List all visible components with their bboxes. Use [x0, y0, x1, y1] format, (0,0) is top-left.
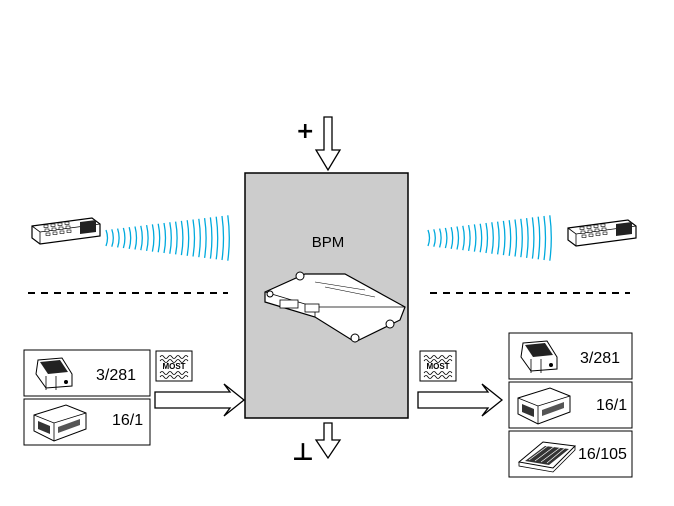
- signal-wave-arc: [438, 228, 442, 248]
- signal-wave-arc: [134, 226, 138, 250]
- signal-wave-arc: [496, 221, 500, 255]
- signal-wave-arc: [163, 222, 167, 254]
- most-input-arrow: [154, 383, 246, 417]
- signal-wave-arc: [444, 227, 448, 249]
- signal-wave-arc: [174, 221, 178, 255]
- signal-wave-arc: [473, 224, 477, 252]
- signal-wave-arc: [128, 227, 132, 249]
- signal-wave-arc: [140, 225, 143, 251]
- signal-wave-arc: [192, 219, 196, 257]
- signal-wave-arc: [514, 219, 518, 257]
- signal-wave-arc: [145, 224, 149, 252]
- right-device-ecu: 16/1: [508, 381, 633, 429]
- left-device-radio: 3/281: [23, 349, 151, 397]
- most-output-arrow: [417, 383, 504, 417]
- signal-wave-arc: [467, 224, 471, 252]
- signal-wave-arc: [111, 229, 114, 247]
- signal-wave-arc: [543, 215, 547, 261]
- signal-wave-arc: [151, 224, 155, 252]
- signal-wave-arc: [203, 218, 207, 258]
- right-device-radio: 3/281: [508, 332, 633, 380]
- signal-wave-arc: [450, 227, 454, 249]
- signal-wave-arc: [525, 218, 529, 258]
- most-label-left: MOST: [162, 362, 185, 371]
- left-device-ecu-label: 16/1: [112, 412, 143, 429]
- signal-wave-arc: [215, 216, 219, 260]
- signal-wave-arc: [502, 220, 506, 256]
- right-device-ecu-label: 16/1: [596, 397, 627, 414]
- right-device-heater-label: 16/105: [578, 446, 627, 463]
- most-label-right: MOST: [426, 362, 449, 371]
- signal-wave-arc: [508, 220, 512, 256]
- left-device-ecu: 16/1: [23, 398, 151, 446]
- ground-symbol: ⊥: [292, 438, 314, 466]
- signal-wave-arc: [122, 227, 126, 249]
- right-device-heater: 16/105: [508, 430, 633, 478]
- signal-wave-arc: [485, 222, 489, 254]
- signal-waves-left: [105, 215, 230, 261]
- power-input-arrow: [314, 116, 342, 172]
- signal-wave-arc: [491, 222, 494, 254]
- bpm-label: BPM: [312, 234, 345, 251]
- signal-wave-arc: [105, 229, 109, 247]
- signal-wave-arc: [433, 229, 436, 247]
- remote-key-fob-icon-right: [567, 219, 637, 247]
- signal-waves-right: [427, 215, 552, 261]
- signal-wave-arc: [537, 216, 541, 260]
- signal-wave-arc: [227, 215, 230, 261]
- signal-wave-arc: [157, 223, 161, 253]
- signal-wave-arc: [462, 225, 465, 251]
- power-plus-symbol: +: [296, 119, 314, 144]
- remote-key-fob-icon-left: [31, 217, 101, 245]
- ground-arrow: [314, 422, 342, 460]
- left-device-radio-label: 3/281: [96, 367, 136, 384]
- signal-wave-arc: [209, 217, 213, 259]
- signal-wave-arc: [198, 218, 201, 258]
- signal-wave-arc: [479, 223, 483, 253]
- signal-wave-arc: [456, 226, 460, 250]
- signal-wave-arc: [180, 220, 184, 256]
- right-device-radio-label: 3/281: [580, 350, 620, 367]
- signal-wave-arc: [549, 215, 552, 261]
- signal-wave-arc: [169, 222, 172, 254]
- signal-wave-arc: [221, 215, 225, 261]
- signal-wave-arc: [186, 220, 190, 256]
- signal-wave-arc: [427, 229, 431, 247]
- signal-wave-arc: [520, 218, 523, 258]
- signal-wave-arc: [531, 217, 535, 259]
- signal-wave-arc: [116, 228, 120, 248]
